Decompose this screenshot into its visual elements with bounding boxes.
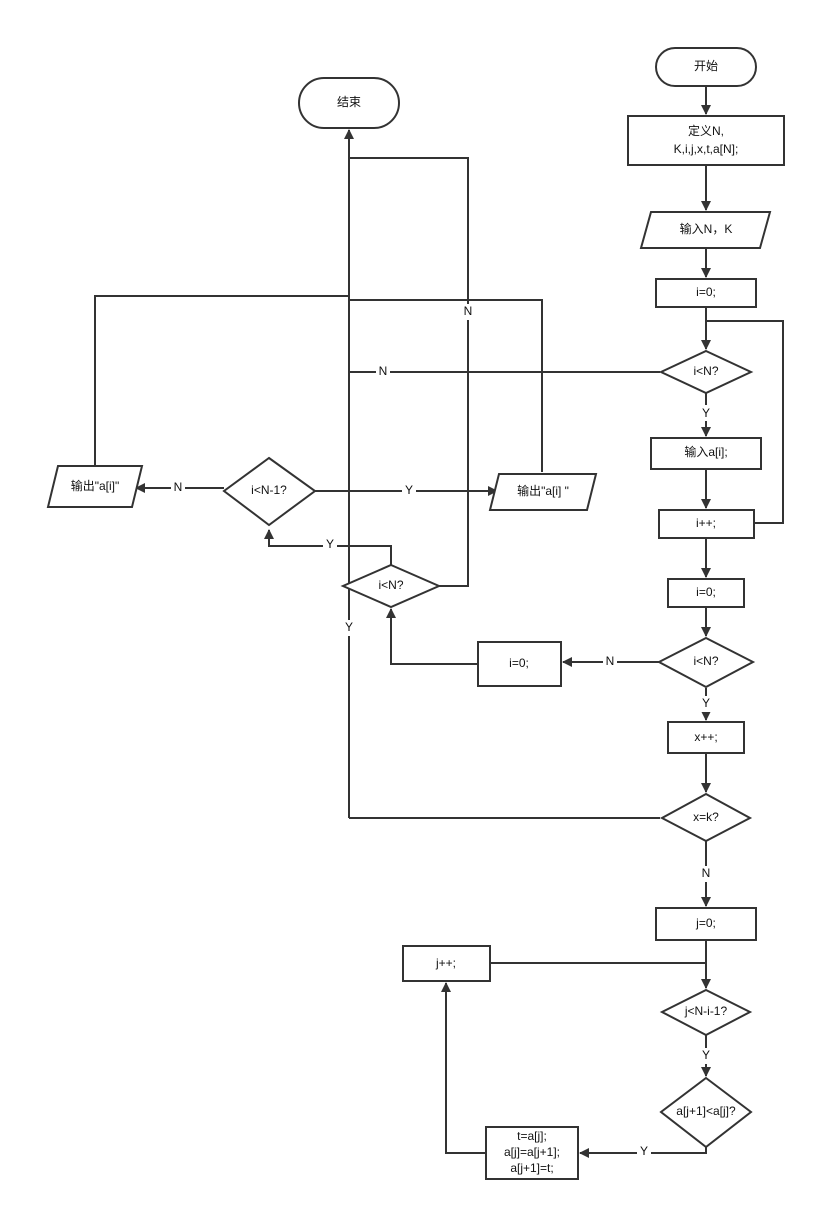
cond-x-eq-k-diamond	[659, 792, 753, 843]
edge-labels: Y N N Y N Y Y Y N Y N Y	[171, 304, 713, 1160]
label-cond3-yes: Y	[326, 537, 334, 551]
label-cond2-no: N	[606, 654, 615, 668]
cond-i-lt-n-minus1-diamond	[222, 456, 317, 527]
edge-condswap-swap	[579, 1147, 707, 1158]
input-ai-box	[650, 437, 762, 470]
cond-i-lt-n-diamond-1	[658, 349, 754, 395]
edge-jinc-condj	[490, 962, 707, 988]
i-inc-box	[658, 509, 755, 539]
cond-i-lt-n-diamond-3	[340, 563, 442, 609]
edge-swap-jinc	[441, 982, 486, 1154]
edge-outleft-end	[94, 295, 349, 466]
input-ai-label: 输入a[i];	[684, 444, 727, 459]
cond-i-lt-n-label-1: i<N?	[693, 364, 718, 378]
swap-label-line3: a[j+1]=t;	[510, 1161, 553, 1175]
label-cond1-no: N	[379, 364, 388, 378]
swap-label-line1: t=a[j];	[517, 1129, 547, 1143]
swap-label-line2: a[j]=a[j+1];	[504, 1145, 560, 1159]
j-init-box	[655, 907, 757, 941]
cond-i-lt-n-label-3: i<N?	[378, 578, 403, 592]
label-condx-no: N	[702, 866, 711, 880]
label-cond2-yes: Y	[702, 696, 710, 710]
label-condn1-yes: Y	[405, 483, 413, 497]
cond-i-lt-n-label-2: i<N?	[693, 654, 718, 668]
label-cond1-yes: Y	[702, 406, 710, 420]
define-box	[627, 115, 785, 166]
i-init-box-3	[477, 641, 562, 687]
cond-j-diamond	[659, 988, 753, 1037]
cond-swap-diamond	[659, 1076, 753, 1149]
i-init-label-2: i=0;	[696, 585, 716, 599]
output-right-label: 输出"a[i] "	[517, 483, 569, 498]
cond-j-label: j<N-i-1?	[684, 1004, 728, 1018]
end-label: 结束	[337, 95, 361, 109]
input-nk-label: 输入N，K	[680, 221, 733, 236]
cond-x-eq-k-label: x=k?	[693, 810, 719, 824]
swap-box	[485, 1126, 579, 1180]
start-label: 开始	[694, 59, 718, 73]
cond-i-lt-n-minus1-label: i<N-1?	[251, 483, 287, 497]
input-nk-parallelogram	[639, 211, 772, 249]
start-terminal	[655, 47, 757, 87]
define-label-line1: 定义N,	[688, 123, 724, 138]
cond-i-lt-n-diamond-2	[656, 636, 756, 689]
edge-outright-loop	[349, 299, 543, 472]
define-label-line2: K,i,j,x,t,a[N];	[674, 142, 739, 156]
x-inc-label: x++;	[694, 730, 717, 744]
output-left-parallelogram	[46, 465, 144, 508]
nodes: 开始 结束 定义N, K,i,j,x,t,a[N]; 输入N，K i=0; i<…	[46, 47, 785, 1180]
label-condj-yes: Y	[702, 1048, 710, 1062]
output-right-parallelogram	[488, 473, 598, 511]
i-inc-label: i++;	[696, 516, 716, 530]
j-init-label: j=0;	[695, 916, 716, 930]
x-inc-box	[667, 721, 745, 754]
label-condswap-yes: Y	[640, 1144, 648, 1158]
cond-swap-label: a[j+1]<a[j]?	[676, 1104, 736, 1118]
i-init-label-3: i=0;	[509, 656, 529, 670]
label-condn1-no: N	[174, 480, 183, 494]
edge-iinit3-cond3	[386, 608, 478, 665]
label-cond3-no: N	[464, 304, 473, 318]
j-inc-label: j++;	[435, 956, 456, 970]
output-left-label: 输出"a[i]"	[71, 478, 120, 493]
j-inc-box	[402, 945, 491, 982]
label-condx-yes: Y	[345, 620, 353, 634]
edge-iinc-loopback	[706, 320, 784, 524]
end-terminal	[298, 77, 400, 129]
i-init-label-1: i=0;	[696, 285, 716, 299]
i-init-box-2	[667, 578, 745, 608]
i-init-box-1	[655, 278, 757, 308]
